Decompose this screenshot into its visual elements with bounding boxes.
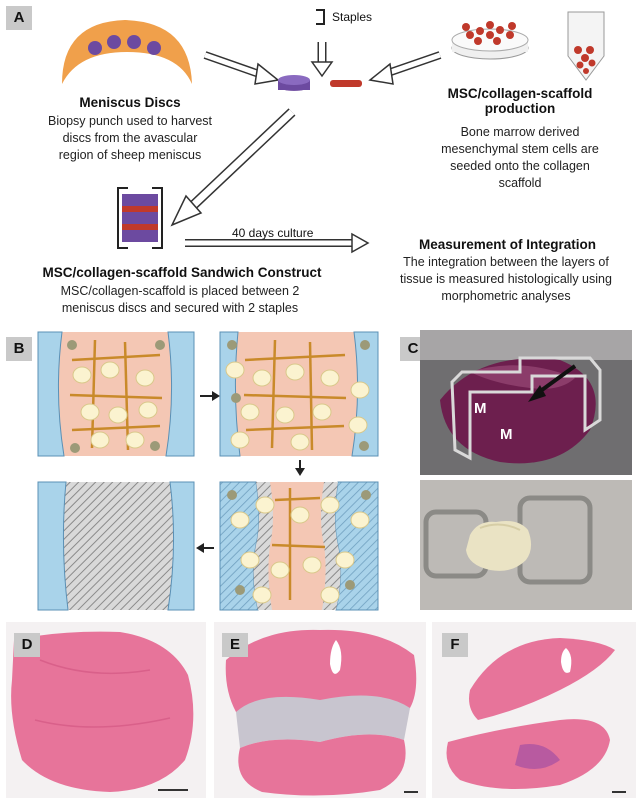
measure-desc: The integration between the layers of ti… — [400, 255, 612, 303]
photo-label-m2: M — [500, 426, 513, 443]
panel-f-label: F — [442, 633, 468, 657]
panel-b-label: B — [6, 337, 32, 361]
msc-title: MSC/collagen-scaffold production — [447, 86, 593, 116]
panel-d-label: D — [14, 633, 40, 657]
measure-title: Measurement of Integration — [418, 237, 597, 252]
panel-c-label: C — [400, 337, 426, 361]
panel-a-label: A — [6, 6, 32, 30]
meniscus-crescent — [62, 20, 192, 84]
meniscus-desc: Biopsy punch used to harvest discs from … — [48, 114, 212, 162]
sandwich-desc: MSC/collagen-scaffold is placed between … — [60, 284, 300, 315]
photo-label-m1: M — [474, 400, 487, 417]
msc-desc: Bone marrow derived mesenchymal stem cel… — [441, 125, 599, 190]
panel-e-label: E — [222, 633, 248, 657]
culture-label: 40 days culture — [232, 226, 314, 240]
sandwich-title: MSC/collagen-scaffold Sandwich Construct — [42, 265, 322, 280]
staples-label: Staples — [332, 10, 373, 24]
meniscus-title: Meniscus Discs — [79, 95, 181, 110]
